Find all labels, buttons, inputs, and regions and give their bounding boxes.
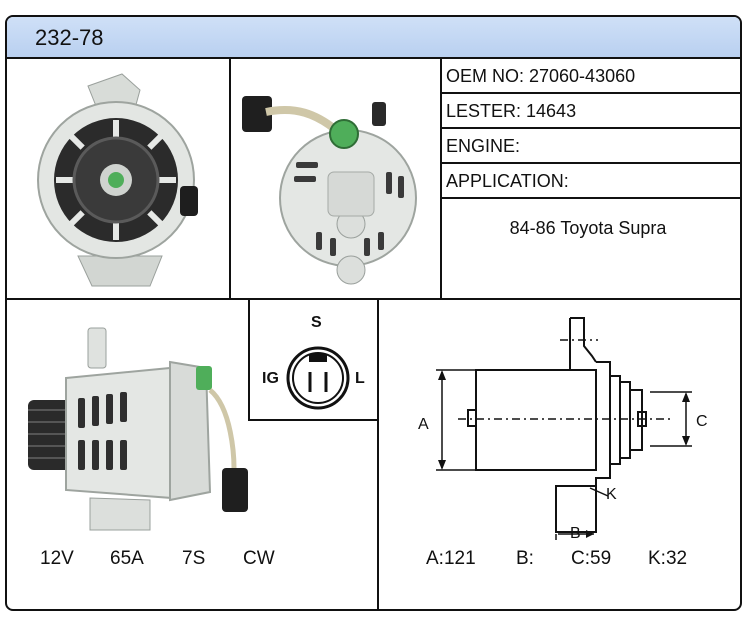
- dimension-b-label: B: [570, 525, 581, 542]
- connector-diagram: [286, 346, 350, 410]
- divider-spec-2: [440, 127, 742, 129]
- engine-label: ENGINE:: [446, 136, 521, 156]
- dimension-b-value: B:: [516, 548, 534, 569]
- divider-v4: [377, 298, 379, 611]
- voltage-value: 12V: [40, 548, 74, 569]
- connector-pin-l-label: L: [355, 370, 365, 387]
- application-value: 84-86 Toyota Supra: [509, 218, 667, 238]
- amperage-value: 65A: [110, 548, 144, 569]
- part-number-title: 232-78: [35, 25, 104, 50]
- pulley-value: 7S: [182, 548, 206, 569]
- rotation-value: CW: [243, 548, 275, 569]
- divider-v2: [440, 57, 442, 299]
- application-label: APPLICATION:: [446, 171, 569, 191]
- connector-pin-ig-label: IG: [262, 370, 279, 387]
- alternator-side-photo: [28, 327, 248, 531]
- divider-v1: [229, 57, 231, 299]
- dimension-c-value: C:59: [571, 548, 612, 569]
- connector-pin-s-label: S: [311, 314, 322, 331]
- oem-number: OEM NO: 27060-43060: [446, 66, 636, 86]
- divider-h-main: [5, 298, 742, 300]
- alternator-front-photo: [37, 73, 198, 287]
- divider-spec-3: [440, 162, 742, 164]
- header-bar: 232-78: [7, 17, 740, 59]
- dimension-k-value: K:32: [648, 548, 688, 569]
- divider-spec-1: [440, 92, 742, 94]
- divider-spec-4: [440, 197, 742, 199]
- alternator-rear-photo: [242, 96, 417, 285]
- dimension-a-label: A: [418, 416, 429, 433]
- dimension-drawing: [436, 317, 692, 540]
- lester-number: LESTER: 14643: [446, 101, 577, 121]
- divider-v3: [248, 298, 250, 420]
- dimension-c-label: C: [696, 413, 708, 430]
- dimension-k-label: K: [606, 486, 617, 503]
- divider-connector-bottom: [248, 419, 379, 421]
- dimension-a-value: A:121: [426, 548, 476, 569]
